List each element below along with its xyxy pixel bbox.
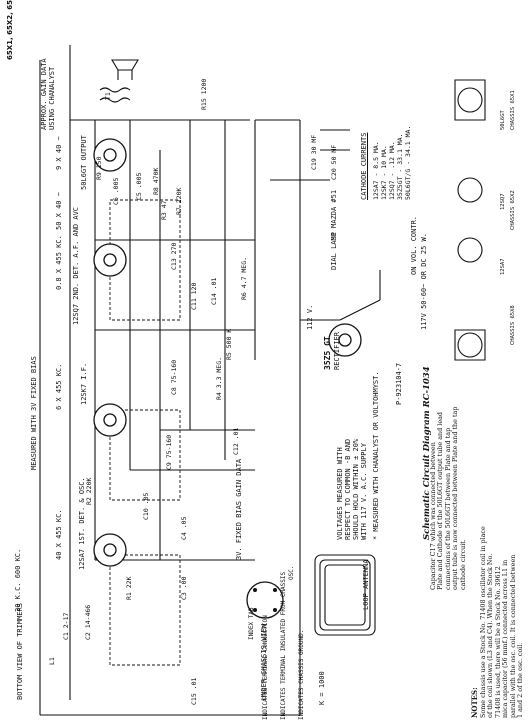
notes-title: NOTES:: [470, 687, 479, 718]
voltages-note-1: VOLTAGES MEASURED WITH: [336, 447, 344, 540]
wiring: [39, 45, 486, 716]
tube-3-label: 12SQ7 2ND. DET. A.F. AND AVC: [72, 206, 80, 325]
notes-body: Some chassis use a Stock No. 71408 oscil…: [479, 526, 525, 718]
tube-35z5gt: [328, 323, 362, 357]
gain-2: 40 X 455 KC.: [55, 509, 63, 560]
v112-label: 112 V.: [306, 304, 314, 330]
gain-3: 6 X 455 KC.: [55, 363, 63, 410]
indicates-insulated: INDICATES TERMINAL INSULATED FROM CHASSI…: [280, 571, 287, 720]
gain-6: 9 X 40 ~: [55, 136, 63, 170]
cathode-row-5: 50L6GT/G - 34.1 MA.: [404, 125, 412, 200]
comp-c11: C11 120: [190, 282, 198, 310]
comp-r1: R1 22K: [125, 576, 133, 600]
cathode-row-2: 12SK7 - 10 MA.: [380, 145, 388, 200]
index-tab-label: INDEX TAB: [248, 607, 255, 640]
comp-c13: C13 270: [170, 242, 178, 270]
comp-c4: C4 .05: [180, 516, 188, 540]
voltages-note-2: RESPECT TO COMMON -B AND: [344, 438, 352, 540]
comp-c9: C9 75-160: [165, 434, 173, 470]
gain-4: 0.8 X 455 KC.: [55, 235, 63, 290]
comp-c19: C19 30 MF: [310, 134, 318, 170]
cathode-currents-title: CATHODE CURRENTS: [360, 132, 368, 200]
loop-antenna-label: LOOP ANTENNA: [362, 559, 370, 610]
measured-bias-label: MEASURED WITH 3V FIXED BIAS: [30, 356, 38, 470]
comp-c6: C6 .005: [112, 177, 120, 205]
gain-5: 50 X 40 ~: [55, 192, 63, 230]
comp-c14: C14 .01: [210, 277, 218, 305]
comp-c1: C1 2-17: [62, 612, 70, 640]
voltages-note-3: SHOULD HOLD WITHIN ± 20%: [352, 438, 360, 540]
rectifier-tube-label: 35Z5 GT: [323, 336, 332, 370]
side-view-12sa7: 12SA7: [500, 258, 506, 275]
measured-chanalyst: * MEASURED WITH CHANALYST OR VOLTOHMYST.: [372, 371, 380, 540]
comp-t1: T1: [104, 92, 112, 100]
comp-r2: R2 220K: [85, 477, 93, 505]
using-chanalyst-label: USING CHANALYST: [48, 66, 56, 130]
comp-r4: R4 3.3 MEG.: [215, 356, 223, 400]
side-chassis-1: CHASSIS 65X1: [510, 90, 516, 130]
comp-s1: S1: [330, 232, 338, 240]
comp-c20: C20 50 MF: [330, 144, 338, 180]
comp-r3: R3 47: [160, 200, 168, 220]
comp-r7: R7 220K: [175, 187, 183, 215]
osc-label: OSC.: [288, 565, 295, 580]
cathode-row-4: 35Z5GT - 33.1 MA.: [396, 133, 404, 200]
tube-50l6gt: [93, 138, 127, 172]
comp-c10: C10 .05: [142, 492, 150, 520]
comp-r9: R9 150: [95, 156, 103, 180]
comp-r6: R6 4.7 MEG.: [240, 256, 248, 300]
tube-12sk7: [93, 403, 127, 437]
side-view-12sq7: 12SQ7: [500, 193, 506, 210]
description-block: Capacitor C17 which was connected betwee…: [429, 406, 467, 590]
tube-2-label: 12SK7 I.F.: [80, 362, 88, 405]
approx-gain-label: APPROX. GAIN DATA: [40, 58, 48, 130]
comp-r15: R15 1200: [200, 78, 208, 110]
comp-c2: C2 14-466: [84, 604, 92, 640]
supply-label: 117V 50-60~ OR DC 25 W.: [420, 233, 428, 330]
models-label: 65X1, 65X2, 65X8, 65X9: [6, 0, 14, 60]
cathode-row-1: 12SA7 - 8.5 MA.: [372, 141, 380, 200]
side-chassis-3: CHASSIS 65X8: [510, 305, 516, 345]
side-view-50l6gt: 50L6GT: [500, 110, 506, 130]
indicates-ground: INDICATES CHASSIS GROUND.: [298, 629, 305, 720]
cathode-row-3: 12SQ7 - .12 MA.: [388, 141, 396, 200]
comp-c8: C8 75-160: [170, 359, 178, 395]
indicates-connection: INDICATES TERMINAL CONNECTION: [262, 615, 269, 720]
comp-l1: L1: [48, 657, 56, 665]
fixed-bias-label: 3V. FIXED BIAS GAIN DATA: [235, 458, 243, 560]
drawing-number: P-923104-7: [395, 362, 403, 405]
voltages-note-4: WITH 117 V. A.C. SUPPLY: [360, 443, 368, 540]
under-chassis-socket: [246, 581, 284, 619]
side-chassis-2: CHASSIS 65X2: [510, 190, 516, 230]
tube-12sq7: [93, 243, 127, 277]
comp-c15: C15 .01: [190, 677, 198, 705]
comp-c3: C3 .00: [180, 576, 188, 600]
comp-r5: R5 500 K: [225, 328, 233, 360]
k-value: K = 1000: [318, 671, 326, 705]
comp-r8: R8 470K: [152, 167, 160, 195]
on-vol-label: ON VOL. CONTR.: [410, 215, 418, 275]
comp-c12: C12 .01: [232, 427, 240, 455]
bottom-view-label: BOTTOM VIEW OF TRIMMERS: [16, 603, 24, 700]
tube-4-label: 50L6GT OUTPUT: [80, 135, 88, 190]
comp-c5: C5 .005: [135, 172, 143, 200]
rectifier-label: RECTIFIER: [333, 332, 341, 370]
dial-lamp-label: DIAL LAMP MAZDA #51: [330, 189, 338, 270]
tube-12sa7: [93, 533, 127, 567]
